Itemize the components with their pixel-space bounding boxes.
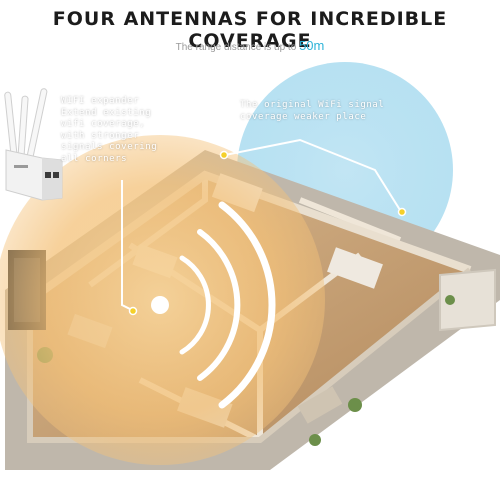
range-subline-prefix: The range distance is up to	[175, 42, 300, 53]
wifi-signal-waves-icon	[151, 201, 276, 409]
original-signal-callout-text: The original WiFi signal coverage weaker…	[240, 100, 385, 122]
headline: FOUR ANTENNAS FOR INCREDIBLE COVERAGE	[52, 8, 448, 52]
extender-location-marker	[128, 306, 138, 316]
weak-signal-marker-left	[219, 150, 229, 160]
callout-pointers	[121, 138, 401, 311]
extender-callout-text: WIFI expander Extend existing wifi cover…	[61, 96, 158, 164]
weak-signal-marker-right	[397, 207, 407, 217]
range-subline: The range distance is up to 50m	[0, 38, 500, 53]
range-distance: 50m	[299, 38, 325, 53]
wifi-extender-device-icon	[4, 88, 63, 201]
